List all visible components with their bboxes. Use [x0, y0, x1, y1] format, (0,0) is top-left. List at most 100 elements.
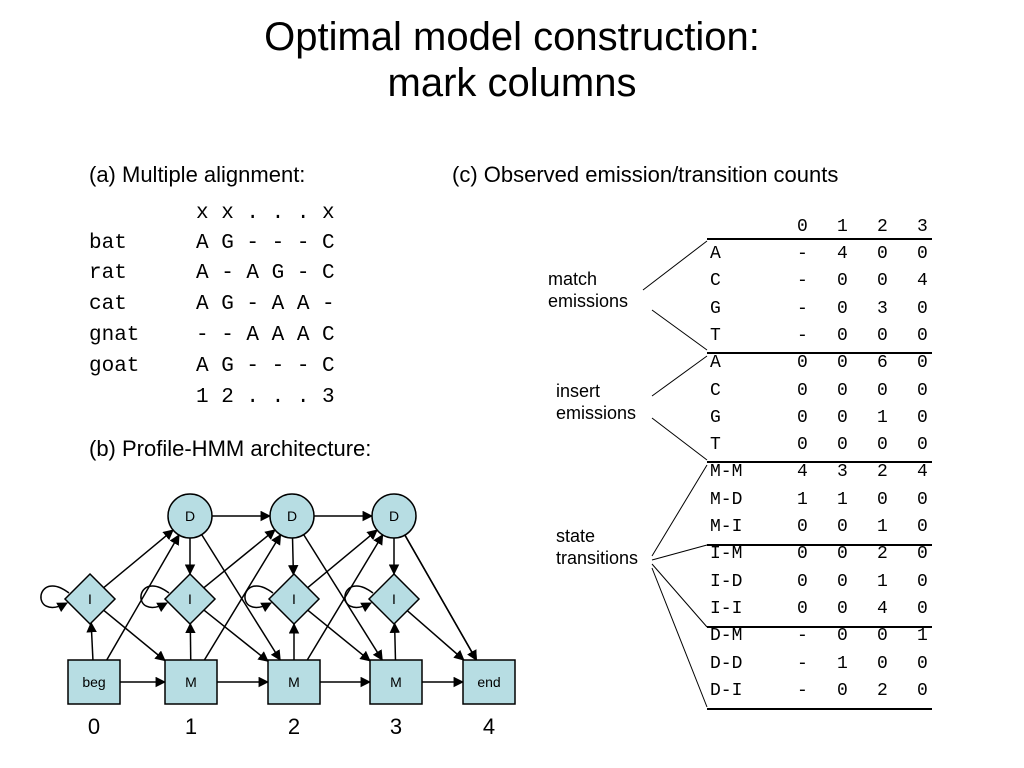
title-line-1: Optimal model construction:	[264, 15, 760, 59]
position-number: 0	[88, 714, 100, 739]
insert-state	[163, 572, 217, 626]
title-line-2: mark columns	[387, 61, 637, 105]
row-name: D-I	[710, 680, 743, 701]
alignment-row-name: bat	[89, 232, 127, 255]
delete-state-label: D	[389, 508, 399, 524]
count-cell: 3	[837, 462, 848, 483]
delete-state	[167, 493, 213, 539]
count-cell: 0	[837, 544, 848, 565]
transition-arrow	[103, 529, 174, 589]
count-cell: 0	[797, 544, 808, 565]
count-cell: 0	[877, 325, 888, 346]
count-cell: 0	[797, 571, 808, 592]
match-state	[267, 659, 321, 705]
count-cell: -	[797, 626, 808, 647]
column-header: 2	[877, 217, 888, 237]
count-cell: 0	[837, 325, 848, 346]
alignment-row-seq: A G - A A -	[196, 293, 335, 316]
count-cell: 0	[877, 489, 888, 510]
row-name: G	[710, 298, 721, 319]
position-number: 4	[483, 714, 495, 739]
counts-label: (c) Observed emission/transition counts	[452, 162, 839, 187]
alignment-header: x x . . . x	[196, 202, 335, 225]
transition-arrow	[287, 537, 299, 576]
row-name: D-M	[710, 626, 743, 647]
end-state	[462, 659, 516, 705]
count-cell: 1	[837, 653, 848, 674]
count-cell: 4	[917, 462, 928, 483]
match-state-label: M	[390, 674, 402, 690]
row-name: I-M	[710, 544, 743, 565]
count-cell: 0	[917, 325, 928, 346]
count-cell: 0	[797, 353, 808, 374]
bracket-line	[651, 544, 708, 561]
count-cell: 3	[877, 298, 888, 319]
count-cell: 2	[877, 462, 888, 483]
count-cell: 1	[917, 626, 928, 647]
count-cell: 0	[837, 271, 848, 292]
row-name: M-I	[710, 517, 743, 537]
count-cell: -	[797, 244, 808, 264]
begin-state-label: beg	[82, 674, 105, 690]
row-name: I-I	[710, 598, 743, 619]
count-cell: 0	[917, 517, 928, 537]
delete-state-label: D	[185, 508, 195, 524]
delete-state	[371, 493, 417, 539]
count-cell: 0	[837, 380, 848, 401]
self-loop-arrow	[40, 585, 70, 613]
count-cell: 0	[917, 544, 928, 565]
count-cell: 0	[797, 598, 808, 619]
match-state-label: M	[288, 674, 300, 690]
bracket-line	[651, 567, 708, 708]
alignment-footer: 1 2 . . . 3	[196, 386, 335, 409]
row-name: A	[710, 353, 721, 374]
bracket-line	[651, 464, 708, 557]
count-cell: -	[797, 325, 808, 346]
count-cell: -	[797, 680, 808, 701]
count-cell: 0	[917, 489, 928, 510]
count-cell: 0	[877, 271, 888, 292]
alignment-row-seq: A G - - - C	[196, 355, 335, 378]
insert-emissions-label: insert emissions	[556, 381, 637, 423]
count-cell: 0	[837, 435, 848, 456]
count-cell: 1	[877, 407, 888, 428]
count-cell: 0	[797, 435, 808, 456]
transition-arrow	[106, 534, 180, 661]
count-cell: -	[797, 271, 808, 292]
bracket-line	[651, 355, 708, 397]
row-name: G	[710, 407, 721, 428]
count-cell: 0	[837, 680, 848, 701]
count-cell: 4	[877, 598, 888, 619]
bracket-line	[651, 309, 708, 351]
insert-state-label: I	[292, 591, 296, 607]
count-cell: 0	[837, 571, 848, 592]
count-cell: 0	[837, 626, 848, 647]
count-cell: 4	[837, 244, 848, 264]
row-name: I-D	[710, 571, 743, 592]
row-name: T	[710, 435, 721, 456]
count-cell: 4	[917, 271, 928, 292]
end-state-label: end	[477, 674, 500, 690]
slide-title: Optimal model construction: mark columns	[0, 14, 1024, 106]
self-loop-arrow	[140, 585, 170, 613]
row-name: C	[710, 380, 721, 401]
count-cell: 0	[917, 407, 928, 428]
alignment-row-seq: A - A G - C	[196, 262, 335, 285]
transition-arrow	[303, 534, 383, 661]
count-cell: 0	[877, 244, 888, 264]
count-cell: 0	[917, 571, 928, 592]
transition-arrow	[203, 533, 282, 661]
position-number: 1	[185, 714, 197, 739]
count-cell: 0	[917, 598, 928, 619]
insert-state-label: I	[88, 591, 92, 607]
transition-arrow	[406, 610, 465, 661]
bracket-line	[651, 417, 708, 461]
count-cell: 0	[797, 517, 808, 537]
count-cell: 0	[837, 517, 848, 537]
count-cell: 1	[797, 489, 808, 510]
count-cell: 4	[797, 462, 808, 483]
self-loop-arrow	[244, 585, 274, 613]
